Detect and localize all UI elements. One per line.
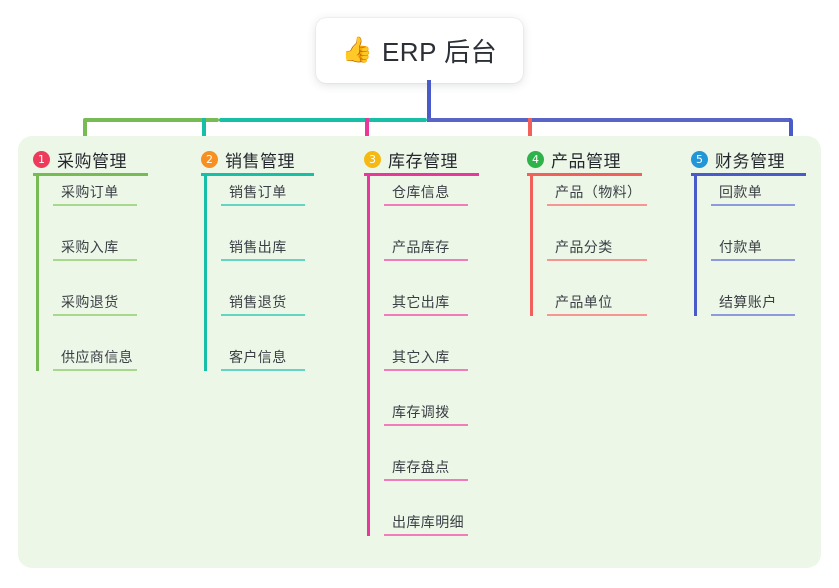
leaf-item[interactable]: 其它入库 — [384, 343, 468, 371]
bus-segment-indigo — [427, 118, 792, 122]
leaf-item-underline — [221, 369, 305, 371]
thumbs-up-icon: 👍 — [341, 36, 373, 64]
column-badge-3: 3 — [364, 151, 381, 168]
bus-segment-teal — [219, 118, 427, 122]
leaf-item-underline — [53, 369, 137, 371]
column-title-label: 产品管理 — [551, 152, 621, 171]
leaf-item-underline — [547, 259, 647, 261]
drop-line-column-4 — [528, 118, 532, 148]
leaf-item-underline — [53, 204, 137, 206]
column-trunk-line-1 — [36, 176, 39, 371]
root-stem-line — [427, 80, 431, 122]
column-title-label: 销售管理 — [225, 152, 295, 171]
leaf-item[interactable]: 采购订单 — [53, 178, 137, 206]
column-underline-4 — [527, 173, 642, 176]
leaf-item[interactable]: 销售出库 — [221, 233, 305, 261]
leaf-item-underline — [221, 204, 305, 206]
leaf-item-label: 采购订单 — [61, 184, 119, 200]
leaf-item-label: 供应商信息 — [61, 349, 133, 365]
leaf-item[interactable]: 出库库明细 — [384, 508, 468, 536]
leaf-item-underline — [711, 259, 795, 261]
leaf-item-underline — [384, 204, 468, 206]
leaf-item[interactable]: 供应商信息 — [53, 343, 137, 371]
drop-line-column-3 — [365, 118, 369, 148]
leaf-item[interactable]: 仓库信息 — [384, 178, 468, 206]
column-badge-5: 5 — [691, 151, 708, 168]
leaf-item[interactable]: 销售退货 — [221, 288, 305, 316]
bus-segment-green — [83, 118, 219, 122]
column-trunk-line-3 — [367, 176, 370, 536]
column-underline-3 — [364, 173, 479, 176]
column-badge-2: 2 — [201, 151, 218, 168]
column-header-2[interactable]: 2 销售管理 — [201, 147, 295, 172]
leaf-item-label: 仓库信息 — [392, 184, 450, 200]
root-node-card[interactable]: 👍 ERP 后台 — [316, 18, 523, 83]
column-badge-1: 1 — [33, 151, 50, 168]
column-trunk-line-4 — [530, 176, 533, 316]
leaf-item-underline — [384, 479, 468, 481]
leaf-item[interactable]: 产品（物料） — [547, 178, 647, 206]
leaf-item-label: 采购入库 — [61, 239, 119, 255]
leaf-item-label: 产品（物料） — [555, 184, 642, 200]
column-header-4[interactable]: 4 产品管理 — [527, 147, 621, 172]
column-underline-5 — [691, 173, 806, 176]
leaf-item-label: 销售出库 — [229, 239, 287, 255]
leaf-item[interactable]: 产品单位 — [547, 288, 647, 316]
leaf-item-label: 采购退货 — [61, 294, 119, 310]
column-trunk-line-5 — [694, 176, 697, 316]
leaf-item-underline — [221, 314, 305, 316]
leaf-item-underline — [384, 424, 468, 426]
leaf-item[interactable]: 产品库存 — [384, 233, 468, 261]
root-node-title: ERP 后台 — [381, 37, 498, 67]
leaf-item-label: 出库库明细 — [392, 514, 464, 530]
leaf-item[interactable]: 采购入库 — [53, 233, 137, 261]
column-title-label: 库存管理 — [388, 152, 458, 171]
leaf-item-underline — [547, 314, 647, 316]
leaf-item-underline — [53, 259, 137, 261]
leaf-item[interactable]: 库存调拨 — [384, 398, 468, 426]
leaf-item[interactable]: 其它出库 — [384, 288, 468, 316]
column-header-5[interactable]: 5 财务管理 — [691, 147, 785, 172]
leaf-item-underline — [53, 314, 137, 316]
leaf-item[interactable]: 产品分类 — [547, 233, 647, 261]
column-trunk-line-2 — [204, 176, 207, 371]
leaf-item[interactable]: 付款单 — [711, 233, 795, 261]
leaf-item-label: 销售退货 — [229, 294, 287, 310]
leaf-item[interactable]: 结算账户 — [711, 288, 795, 316]
leaf-item-label: 结算账户 — [719, 294, 777, 310]
diagram-panel: 1 采购管理采购订单采购入库采购退货供应商信息 2 销售管理销售订单销售出库销售退货客… — [18, 136, 821, 568]
leaf-item-label: 其它出库 — [392, 294, 450, 310]
column-title-label: 采购管理 — [57, 152, 127, 171]
leaf-item-underline — [547, 204, 647, 206]
leaf-item[interactable]: 客户信息 — [221, 343, 305, 371]
leaf-item[interactable]: 销售订单 — [221, 178, 305, 206]
leaf-item-label: 产品分类 — [555, 239, 613, 255]
leaf-item-label: 销售订单 — [229, 184, 287, 200]
leaf-item-label: 产品库存 — [392, 239, 450, 255]
column-underline-1 — [33, 173, 148, 176]
column-title-label: 财务管理 — [715, 152, 785, 171]
leaf-item-label: 其它入库 — [392, 349, 450, 365]
leaf-item-underline — [711, 204, 795, 206]
leaf-item-label: 客户信息 — [229, 349, 287, 365]
leaf-item[interactable]: 采购退货 — [53, 288, 137, 316]
leaf-item-underline — [221, 259, 305, 261]
drop-line-column-2 — [202, 118, 206, 148]
leaf-item-label: 库存盘点 — [392, 459, 450, 475]
column-header-3[interactable]: 3 库存管理 — [364, 147, 458, 172]
leaf-item-label: 回款单 — [719, 184, 763, 200]
leaf-item-label: 产品单位 — [555, 294, 613, 310]
column-badge-4: 4 — [527, 151, 544, 168]
column-header-1[interactable]: 1 采购管理 — [33, 147, 127, 172]
leaf-item[interactable]: 回款单 — [711, 178, 795, 206]
leaf-item-underline — [384, 534, 468, 536]
leaf-item-underline — [384, 369, 468, 371]
leaf-item[interactable]: 库存盘点 — [384, 453, 468, 481]
column-underline-2 — [201, 173, 314, 176]
leaf-item-underline — [384, 314, 468, 316]
leaf-item-label: 库存调拨 — [392, 404, 450, 420]
leaf-item-underline — [384, 259, 468, 261]
leaf-item-underline — [711, 314, 795, 316]
leaf-item-label: 付款单 — [719, 239, 763, 255]
